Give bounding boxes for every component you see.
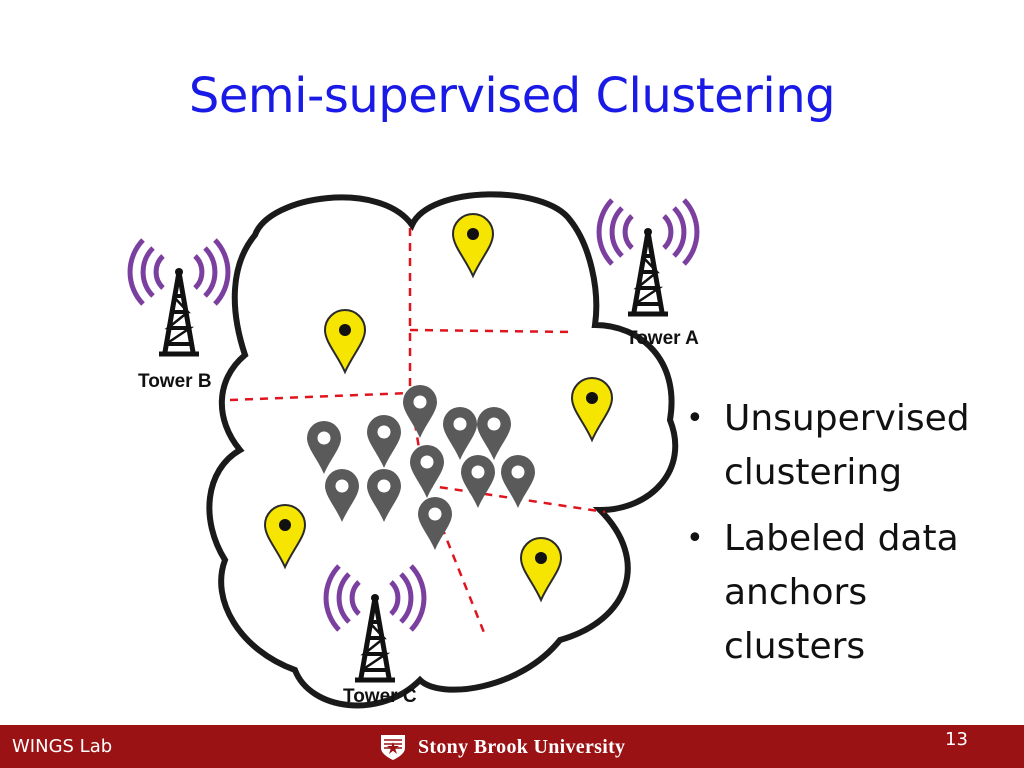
shield-icon <box>381 735 405 760</box>
bullet-item: Labeled data anchors clusters <box>686 512 1016 674</box>
university-name: Stony Brook University <box>418 735 626 758</box>
tower-a: Tower A <box>599 200 699 349</box>
tower-c-label: Tower C <box>343 686 417 707</box>
bullet-item: Unsupervised clustering <box>686 392 1016 500</box>
tower-b-icon <box>130 240 228 354</box>
clustering-diagram: Tower A Tower B Tower C <box>0 179 1024 709</box>
slide-title: Semi-supervised Clustering <box>188 68 836 124</box>
tower-c: Tower C <box>326 566 424 707</box>
university-logo: Stony Brook University <box>378 731 625 763</box>
bullet-list: Unsupervised clustering Labeled data anc… <box>686 392 1016 686</box>
tower-a-icon <box>599 200 697 314</box>
tower-b-label: Tower B <box>138 371 212 392</box>
cloud-region <box>206 191 679 709</box>
tower-b: Tower B <box>130 240 228 392</box>
tower-a-label: Tower A <box>626 328 699 349</box>
footer-lab-name: WINGS Lab <box>12 736 113 757</box>
footer-bar: WINGS Lab Stony Brook University 13 <box>0 725 1024 768</box>
page-number: 13 <box>945 729 968 750</box>
